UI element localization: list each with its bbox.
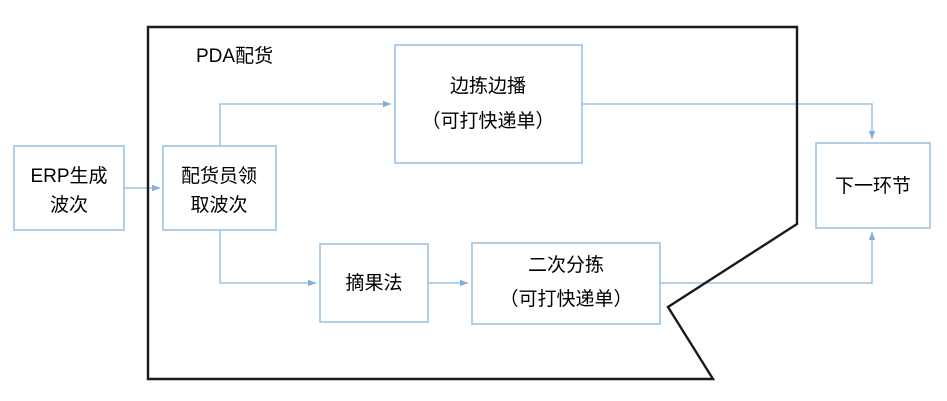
node-picker-box[interactable] (162, 145, 277, 231)
node-pick-broadcast-label-line2: （可打快递单） (421, 110, 554, 132)
node-next-step-label-line1: 下一环节 (835, 175, 911, 197)
node-next-step-box[interactable] (815, 142, 931, 229)
node-second-sort-box[interactable] (471, 242, 661, 325)
edge-picker-to-pick-broadcast (219, 100, 392, 146)
node-erp-label-line1: ERP生成 (30, 165, 107, 187)
node-next-step[interactable]: 下一环节 (815, 142, 931, 229)
node-pick-broadcast-box[interactable] (394, 44, 583, 164)
node-second-sort-label-line2: （可打快递单） (499, 288, 632, 310)
node-fruit-pick[interactable]: 摘果法 (319, 243, 429, 323)
pda-group-title: PDA配货 (196, 45, 273, 67)
connector-layer (124, 100, 876, 287)
node-erp-box[interactable] (13, 145, 125, 231)
edge-second-sort-to-next-step (660, 231, 876, 284)
node-picker-label-line2: 取波次 (190, 194, 247, 216)
node-picker[interactable]: 配货员领 取波次 (162, 145, 277, 231)
node-fruit-pick-label-line1: 摘果法 (345, 272, 402, 294)
node-erp[interactable]: ERP生成 波次 (13, 145, 125, 231)
node-picker-label-line1: 配货员领 (181, 165, 257, 187)
node-erp-label-line2: 波次 (50, 194, 88, 216)
node-second-sort[interactable]: 二次分拣 （可打快递单） (471, 242, 661, 325)
node-pick-broadcast[interactable]: 边拣边播 （可打快递单） (394, 44, 583, 164)
edge-pick-broadcast-to-next-step (582, 103, 876, 140)
edge-picker-to-fruit-pick (219, 230, 317, 287)
pda-group-container (146, 25, 799, 381)
node-pick-broadcast-label-line1: 边拣边播 (450, 75, 526, 97)
node-second-sort-label-line1: 二次分拣 (528, 254, 604, 276)
node-fruit-pick-box[interactable] (319, 243, 429, 323)
